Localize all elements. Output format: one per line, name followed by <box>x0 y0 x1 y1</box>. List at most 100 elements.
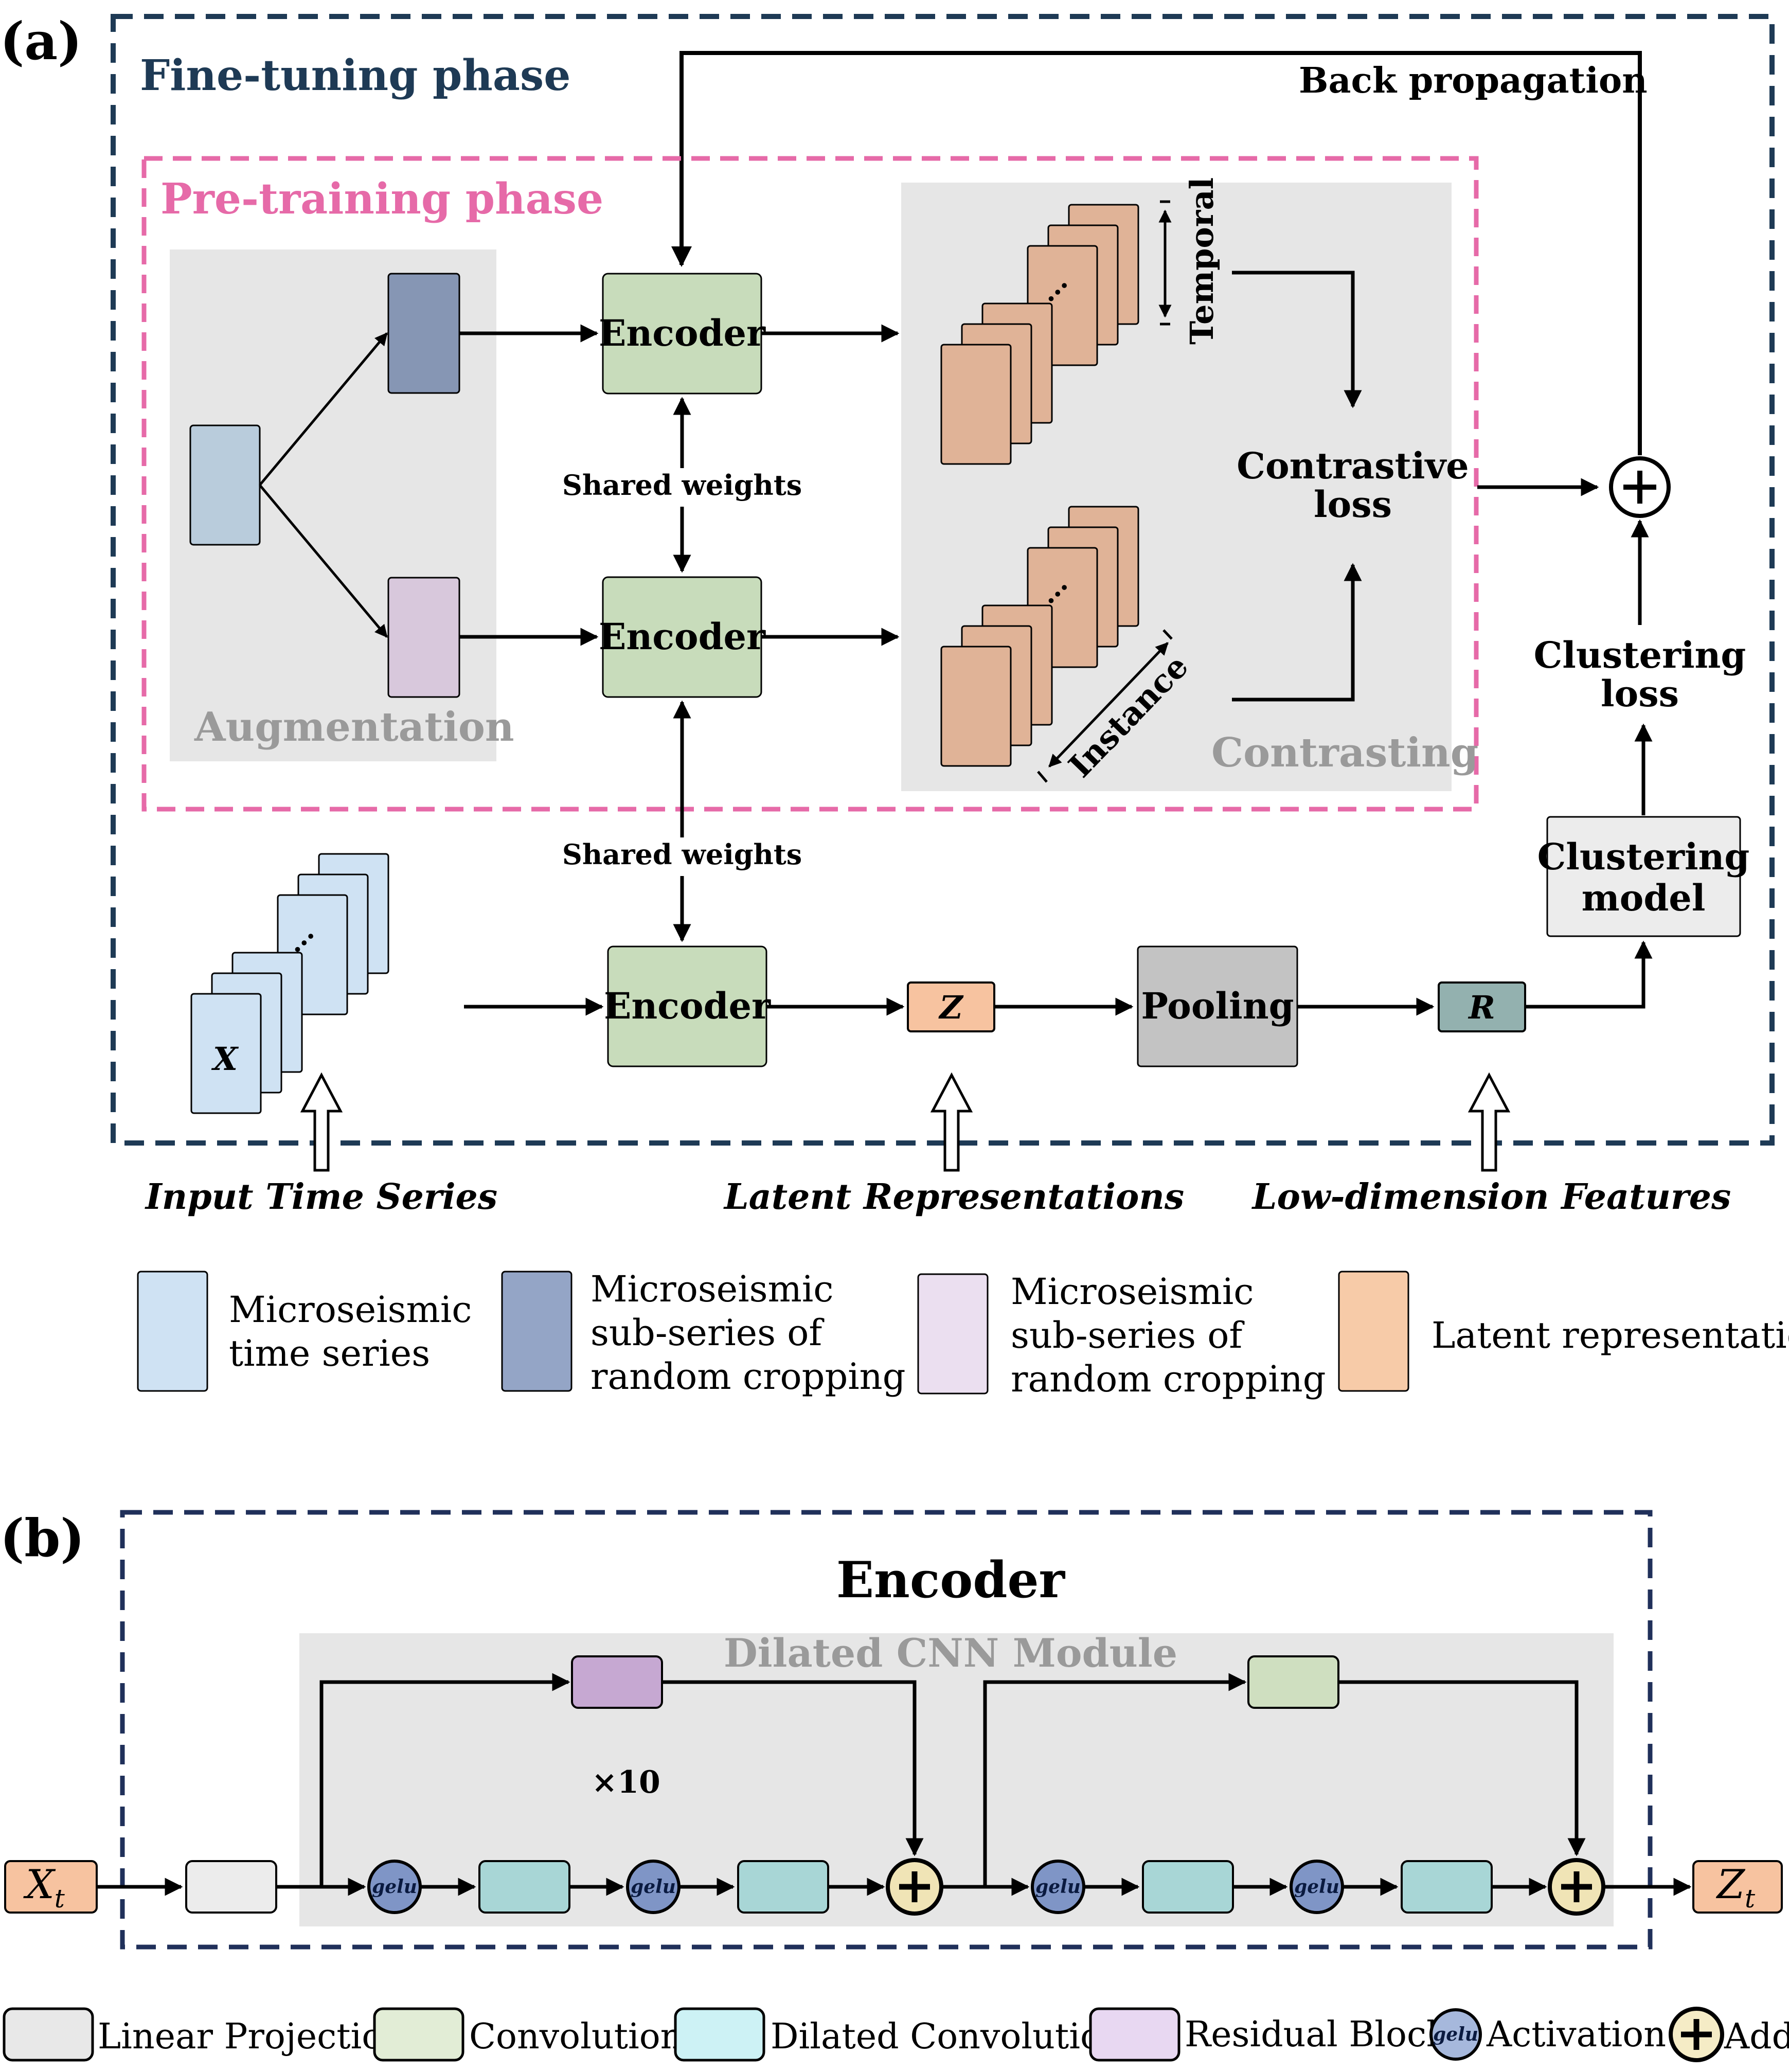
residual-block-1 <box>571 1655 663 1709</box>
pretraining-frame <box>141 156 1479 812</box>
latent-stack-top <box>940 204 1139 465</box>
zt-block <box>1692 1860 1783 1914</box>
panel-b-legend: Linear Projection Convolution Dilated Co… <box>3 2007 1789 2062</box>
gelu-label-4: gelu <box>1294 1876 1339 1898</box>
encoder-label-top: Encoder <box>599 312 766 354</box>
shared-weights-label-bg-2 <box>571 837 793 876</box>
pooling-label: Pooling <box>1141 985 1294 1027</box>
input-time-series-stack <box>190 853 389 1114</box>
gelu-label-3: gelu <box>1035 1876 1081 1898</box>
latent-representations-caption: Latent Representations <box>723 1176 1184 1218</box>
input-time-series-caption: Input Time Series <box>145 1176 497 1218</box>
temporal-label: Temporal <box>1183 177 1221 345</box>
encoder-frame <box>120 1510 1653 1950</box>
cropped-series-block-a <box>387 273 460 394</box>
legend-subseries-a-line3: random cropping <box>591 1355 906 1398</box>
temporal-to-loss-arrow <box>1232 271 1362 408</box>
gelu-activation-1: gelu <box>367 1860 422 1914</box>
linear-projection-block <box>185 1860 277 1914</box>
panel-a-label: (a) <box>0 11 82 72</box>
add-icon-panel-a <box>1609 456 1671 518</box>
legend-swatch-dilated <box>674 2007 765 2062</box>
instance-to-loss-arrow <box>1232 563 1362 702</box>
r-to-clustering-model-arrow <box>1525 940 1653 1009</box>
legend-swatch-linear <box>3 2007 94 2062</box>
shared-weights-label-2: Shared weights <box>562 838 802 871</box>
contrastive-loss-line2: loss <box>1314 483 1392 526</box>
legend-subseries-b-line2: sub-series of <box>1011 1314 1245 1356</box>
dilated-conv-block-4 <box>1401 1860 1493 1914</box>
residual-to-add-1 <box>662 1680 924 1856</box>
encoder-label-bottom: Encoder <box>604 985 771 1027</box>
pretraining-title: Pre-training phase <box>160 174 603 224</box>
latent-stack-bottom <box>940 506 1139 767</box>
residual-skip-1 <box>319 1673 570 1887</box>
legend-subseries-b-line3: random cropping <box>1011 1358 1326 1400</box>
dilated-cnn-module-title: Dilated CNN Module <box>724 1630 1177 1676</box>
dilated-conv-block-2 <box>737 1860 829 1914</box>
x-label: X <box>211 1040 239 1078</box>
clustering-model-line2: model <box>1582 877 1706 919</box>
gelu-label-1: gelu <box>372 1876 417 1898</box>
instance-tick-b <box>1162 629 1173 640</box>
legend-swatch-subseries-b <box>917 1273 989 1395</box>
original-series-block <box>189 424 261 546</box>
encoder-label-middle: Encoder <box>599 615 766 658</box>
clustering-loss-line2: loss <box>1601 672 1679 715</box>
xt-label: Xt <box>23 1862 65 1914</box>
legend-time-series-line2: time series <box>229 1332 430 1374</box>
panel-a-legend: Microseismic time series Microseismic su… <box>137 1268 1789 1400</box>
shared-weights-label-bg-1 <box>571 468 793 507</box>
clustering-loss-line1: Clustering <box>1534 634 1746 676</box>
instance-arrow <box>1048 642 1169 767</box>
gelu-label-2: gelu <box>631 1876 676 1898</box>
legend-swatch-residual <box>1089 2007 1180 2062</box>
legend-add-icon <box>1669 2007 1724 2062</box>
gelu-activation-3: gelu <box>1031 1860 1085 1914</box>
features-hollow-arrow <box>1468 1072 1511 1172</box>
legend-gelu-text: gelu <box>1433 2024 1478 2045</box>
legend-activation-label: Activation <box>1486 2014 1666 2055</box>
legend-residual-label: Residual Block <box>1185 2014 1448 2055</box>
z-label: Z <box>938 989 964 1026</box>
aug-arrow-down <box>259 484 388 638</box>
shared-weights-label-1: Shared weights <box>562 469 802 502</box>
low-dimension-features-caption: Low-dimension Features <box>1251 1176 1731 1218</box>
legend-latent-line1: Latent representation <box>1432 1314 1789 1356</box>
add-icon-block-1 <box>886 1858 943 1916</box>
legend-subseries-a-line1: Microseismic <box>591 1268 834 1310</box>
fine-tuning-frame <box>111 14 1775 1146</box>
back-propagation-label: Back propagation <box>1299 60 1648 101</box>
clustering-model-block <box>1546 816 1741 937</box>
clustering-model-line1: Clustering <box>1537 835 1750 878</box>
augmentation-label: Augmentation <box>194 704 514 751</box>
legend-swatch-time-series <box>137 1271 208 1392</box>
legend-swatch-subseries-a <box>501 1271 573 1392</box>
dilated-conv-block-3 <box>1142 1860 1234 1914</box>
legend-dilated-label: Dilated Convolution <box>771 2016 1124 2057</box>
instance-tick-a <box>1037 771 1048 783</box>
add-icon-block-2 <box>1548 1858 1605 1916</box>
zt-label: Zt <box>1715 1862 1756 1914</box>
legend-subseries-b-line1: Microseismic <box>1011 1271 1254 1313</box>
conv-to-add-2 <box>1338 1680 1586 1856</box>
conv-block-2 <box>1247 1655 1339 1709</box>
back-propagation-arrow <box>671 51 1642 455</box>
cropped-series-block-b <box>387 577 460 698</box>
legend-swatch-convolution <box>373 2007 464 2062</box>
legend-time-series-line1: Microseismic <box>229 1289 472 1331</box>
legend-activation-icon: gelu <box>1429 2008 1482 2061</box>
panel-b-label: (b) <box>0 1508 85 1568</box>
residual-skip-2 <box>983 1673 1247 1887</box>
encoder-title: Encoder <box>836 1551 1066 1609</box>
r-label: R <box>1468 989 1495 1026</box>
dilated-conv-block-1 <box>478 1860 570 1914</box>
gelu-activation-2: gelu <box>626 1860 681 1914</box>
legend-convolution-label: Convolution <box>469 2016 683 2057</box>
legend-swatch-latent <box>1338 1271 1409 1392</box>
gelu-activation-4: gelu <box>1290 1860 1344 1914</box>
legend-subseries-a-line2: sub-series of <box>591 1312 825 1354</box>
legend-linear-label: Linear Projection <box>98 2016 405 2057</box>
aug-arrow-up <box>259 332 388 486</box>
